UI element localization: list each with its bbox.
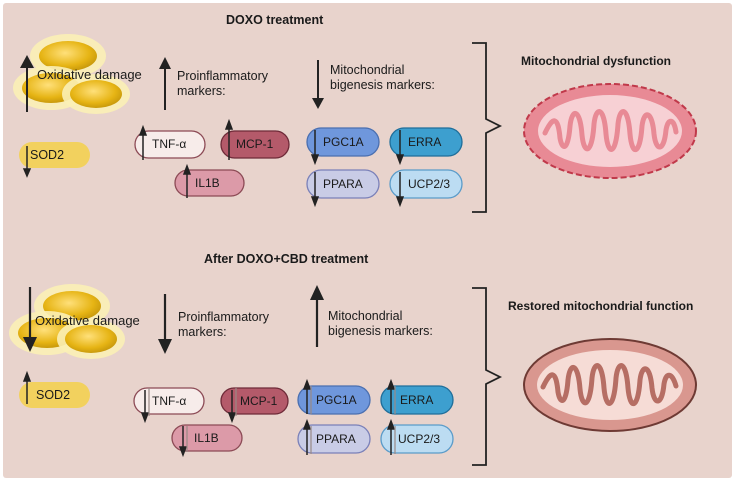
mcp1-pill [220, 387, 289, 415]
bracket-icon [472, 287, 503, 466]
top-mcp1-label: MCP-1 [236, 137, 274, 151]
down-arrow-icon [158, 294, 172, 354]
down-arrow-icon [395, 130, 405, 166]
bottom-proinflammatory-line2: markers: [178, 325, 227, 339]
down-arrow-icon [140, 390, 150, 424]
pgc1a-pill [297, 385, 371, 415]
top-outcome: Mitochondrial dysfunction [521, 54, 671, 68]
tnf-pill [133, 387, 205, 415]
up-arrow-icon [302, 378, 312, 414]
up-arrow-icon [302, 418, 312, 455]
bottom-title: After DOXO+CBD treatment [204, 252, 369, 266]
top-proinflammatory-line1: Proinflammatory [177, 69, 268, 83]
ppara-pill [306, 169, 380, 199]
bottom-tnf-label: TNF-α [152, 394, 187, 408]
bottom-mcp1-label: MCP-1 [240, 394, 278, 408]
top-mito-line2: bigenesis markers: [330, 78, 435, 92]
top-proinflammatory-line2: markers: [177, 84, 226, 98]
down-arrow-icon [178, 426, 188, 458]
ucp-pill [389, 169, 463, 199]
up-arrow-icon [386, 378, 396, 414]
top-pgc1a-label: PGC1A [323, 135, 364, 149]
top-title: DOXO treatment [226, 13, 324, 27]
top-sod2-label: SOD2 [30, 148, 65, 162]
bracket-icon [472, 42, 503, 213]
down-arrow-icon [395, 172, 405, 208]
bottom-erra-label: ERRA [400, 393, 434, 407]
bottom-ppara-label: PPARA [316, 432, 356, 446]
up-arrow-icon [138, 124, 148, 160]
bottom-proinflammatory-line1: Proinflammatory [178, 310, 269, 324]
bottom-mito-line1: Mitochondrial [328, 309, 403, 323]
top-tnf-label: TNF-α [152, 137, 187, 151]
sod2-pill [19, 142, 90, 168]
top-ppara-label: PPARA [323, 177, 363, 191]
up-arrow-icon [386, 418, 396, 455]
down-arrow-icon [310, 130, 320, 166]
bottom-outcome: Restored mitochondrial function [508, 299, 694, 313]
bottom-sod2-label: SOD2 [36, 388, 71, 402]
up-arrow-icon [159, 57, 171, 110]
erra-pill [389, 127, 463, 157]
mcp1-pill [220, 130, 290, 159]
top-ucp-label: UCP2/3 [408, 177, 451, 191]
down-arrow-icon [310, 172, 320, 208]
mitochondrion-icon [523, 338, 697, 432]
il1b-pill [174, 169, 245, 197]
down-arrow-icon [22, 146, 32, 178]
bottom-oxidative-label: Oxidative damage [35, 313, 140, 328]
top-oxidative-label: Oxidative damage [37, 67, 142, 82]
pgc1a-pill [306, 127, 380, 157]
erra-pill [380, 385, 454, 415]
top-erra-label: ERRA [408, 135, 442, 149]
down-arrow-icon [23, 287, 37, 352]
droplet-icon [13, 34, 130, 114]
down-arrow-icon [227, 390, 237, 424]
mitochondrion-icon [523, 83, 697, 179]
down-arrow-icon [312, 60, 324, 109]
up-arrow-icon [224, 118, 234, 160]
up-arrow-icon [22, 370, 32, 404]
sod2-pill [19, 382, 90, 408]
up-arrow-icon [20, 55, 34, 112]
il1b-pill [171, 424, 243, 452]
up-arrow-icon [182, 163, 192, 198]
top-il1b-label: IL1B [195, 176, 220, 190]
top-mito-line1: Mitochondrial [330, 63, 405, 77]
ucp-pill [380, 424, 454, 454]
bottom-ucp-label: UCP2/3 [398, 432, 441, 446]
bottom-mito-line2: bigenesis markers: [328, 324, 433, 338]
tnf-pill [134, 130, 206, 159]
ppara-pill [297, 424, 371, 454]
bottom-pgc1a-label: PGC1A [316, 393, 357, 407]
bottom-il1b-label: IL1B [194, 431, 219, 445]
up-arrow-icon [310, 285, 324, 347]
